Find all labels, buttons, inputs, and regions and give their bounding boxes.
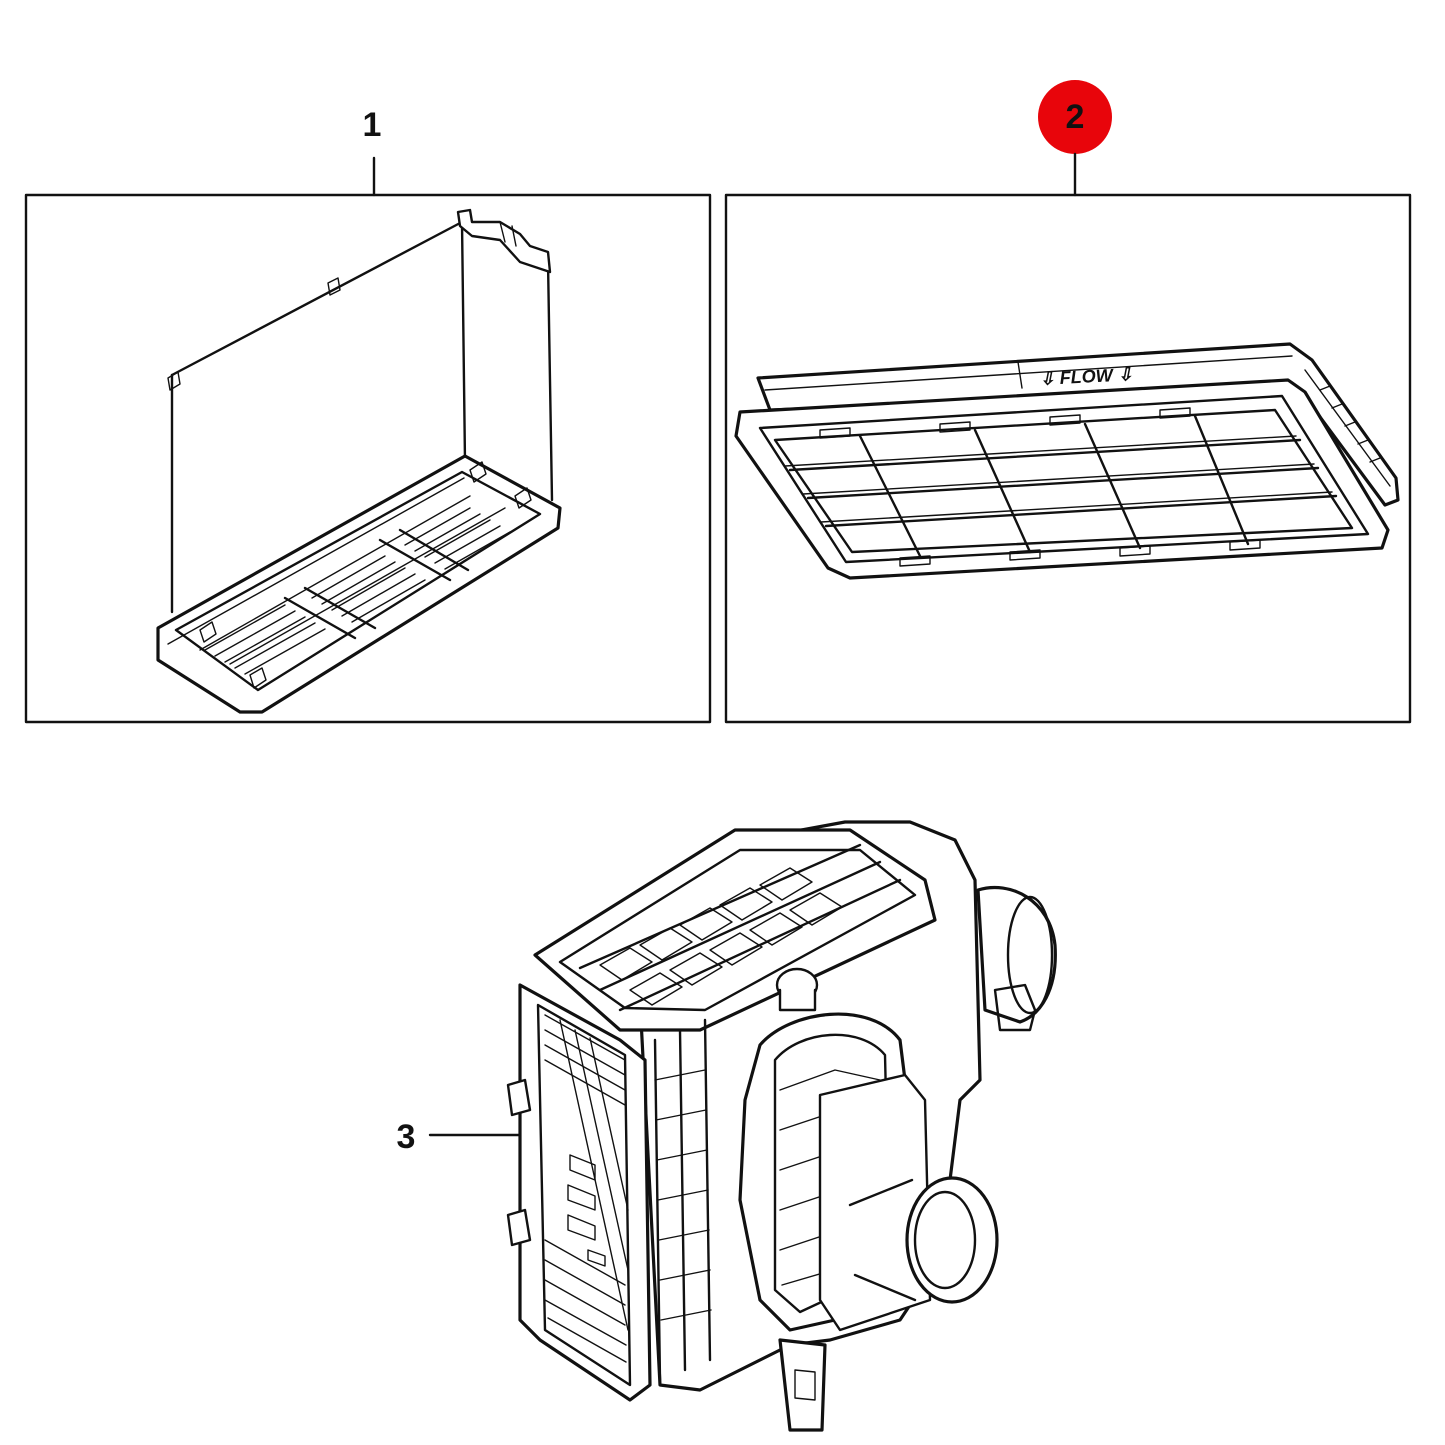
part-2-air-filter-drawing: ⇩ FLOW ⇩ (734, 342, 1400, 580)
part-3-air-cleaner-assembly-drawing (506, 820, 1057, 1432)
part-1-panel (24, 193, 712, 724)
part-1-housing-cover-drawing (156, 208, 562, 714)
callout-1-label: 1 (363, 106, 382, 144)
part-2-panel (724, 193, 1412, 724)
callout-2-highlight (1038, 80, 1112, 154)
callout-2[interactable]: 2 (1038, 80, 1112, 197)
callout-3-label: 3 (397, 1118, 416, 1156)
flow-direction-label: ⇩ FLOW ⇩ (1039, 364, 1133, 389)
callout-2-label: 2 (1066, 98, 1085, 136)
callout-1[interactable]: 1 (363, 106, 382, 197)
